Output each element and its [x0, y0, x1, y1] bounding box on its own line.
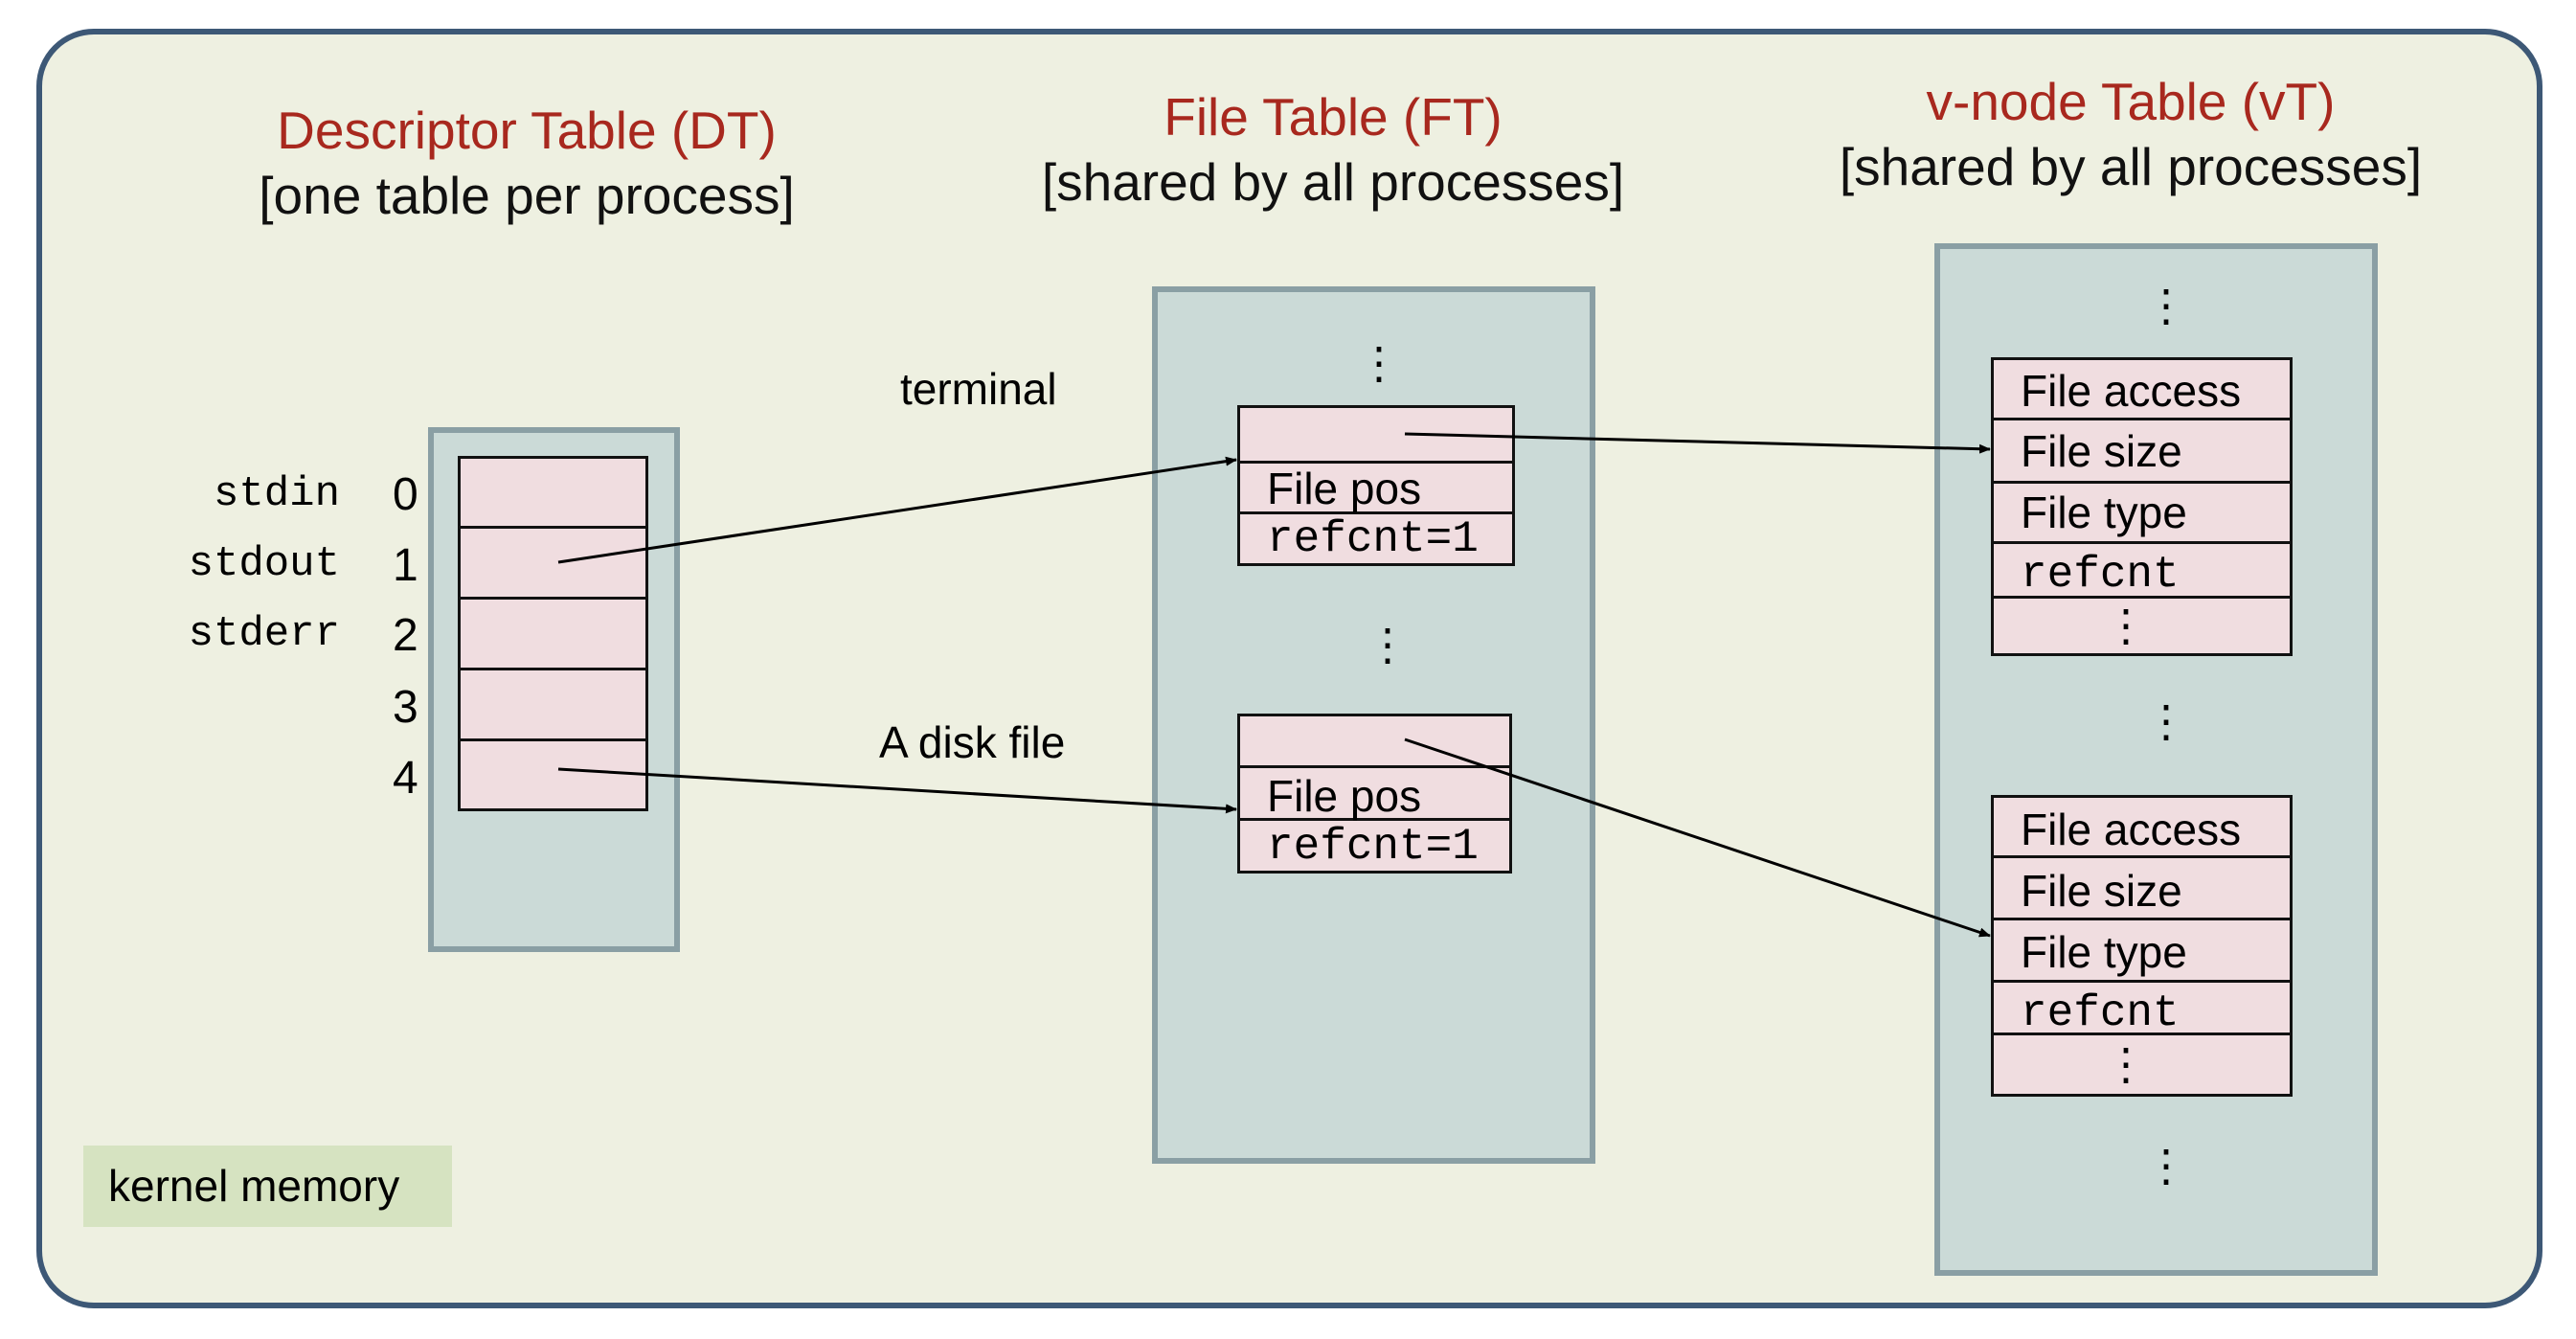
descriptor-table: [458, 456, 648, 811]
ft-entry-terminal: [1237, 405, 1515, 566]
vt1-ellipsis: ⋮: [2104, 601, 2148, 650]
ft-refcnt-1: refcnt=1: [1267, 514, 1479, 564]
dt-title: Descriptor Table (DT): [277, 101, 777, 160]
vt-divider: [1991, 541, 2293, 544]
ft-refcnt-2: refcnt=1: [1267, 822, 1479, 872]
ft-divider: [1237, 461, 1515, 464]
vt2-refcnt: refcnt: [2021, 988, 2180, 1038]
fd-index-1: 1: [393, 540, 418, 591]
dt-divider: [458, 668, 648, 670]
dt-divider: [458, 526, 648, 529]
vt-divider: [1991, 1033, 2293, 1035]
fd-index-4: 4: [393, 753, 418, 804]
vt1-file-size: File size: [2021, 426, 2182, 476]
ft-ellipsis-middle: ⋮: [1366, 620, 1410, 670]
edge-label-terminal: terminal: [900, 364, 1057, 414]
ft-divider: [1237, 818, 1512, 821]
fd-name-stderr: stderr: [188, 610, 340, 658]
vt2-file-access: File access: [2021, 805, 2242, 854]
vt-divider: [1991, 418, 2293, 420]
vt-divider: [1991, 481, 2293, 484]
vt-ellipsis-middle: ⋮: [2144, 696, 2188, 746]
kernel-memory-label: kernel memory: [108, 1161, 400, 1211]
vt-divider: [1991, 596, 2293, 599]
vt-title: v-node Table (vT): [1926, 72, 2336, 131]
vt-heading: v-node Table (vT) [shared by all process…: [1840, 69, 2422, 199]
vt-divider: [1991, 980, 2293, 983]
vt2-ellipsis: ⋮: [2104, 1039, 2148, 1089]
edge-label-disk: A disk file: [879, 717, 1066, 767]
vt1-file-type: File type: [2021, 488, 2187, 537]
arrow-ft1-to-vt: [1404, 432, 1991, 454]
fd-index-0: 0: [393, 469, 418, 520]
ft-title: File Table (FT): [1164, 87, 1503, 147]
vt2-file-type: File type: [2021, 927, 2187, 977]
ft-subtitle: [shared by all processes]: [1041, 152, 1625, 212]
ft-divider: [1237, 765, 1512, 768]
vt-divider: [1991, 918, 2293, 920]
vnode-entry-terminal: [1991, 357, 2293, 656]
vt-ellipsis-bottom: ⋮: [2144, 1141, 2188, 1191]
fd-name-stdin: stdin: [213, 470, 340, 518]
vt-ellipsis-top: ⋮: [2144, 281, 2188, 330]
vt-divider: [1991, 855, 2293, 858]
vt1-refcnt: refcnt: [2021, 550, 2180, 600]
fd-name-stdout: stdout: [188, 540, 340, 588]
dt-subtitle: [one table per process]: [259, 166, 795, 225]
ft-ellipsis-top: ⋮: [1357, 338, 1401, 388]
dt-divider: [458, 597, 648, 600]
kernel-memory-legend: kernel memory: [83, 1146, 452, 1227]
vt2-file-size: File size: [2021, 866, 2182, 916]
ft-heading: File Table (FT) [shared by all processes…: [1042, 84, 1624, 215]
arrow-ft2-to-vt: [1404, 738, 1991, 938]
vt1-file-access: File access: [2021, 366, 2242, 416]
vt-subtitle: [shared by all processes]: [1839, 137, 2423, 196]
arrow-fd4-to-ft: [557, 767, 1237, 814]
fd-index-3: 3: [393, 682, 418, 733]
ft-file-pos-1: File pos: [1267, 464, 1422, 513]
ft-file-pos-2: File pos: [1267, 771, 1422, 821]
fd-index-2: 2: [393, 610, 418, 661]
dt-heading: Descriptor Table (DT) [one table per pro…: [259, 98, 795, 228]
arrow-fd1-to-ft: [557, 456, 1237, 564]
dt-divider: [458, 738, 648, 741]
ft-divider: [1237, 511, 1515, 514]
vnode-entry-disk: [1991, 795, 2293, 1097]
ft-entry-disk: [1237, 714, 1512, 874]
